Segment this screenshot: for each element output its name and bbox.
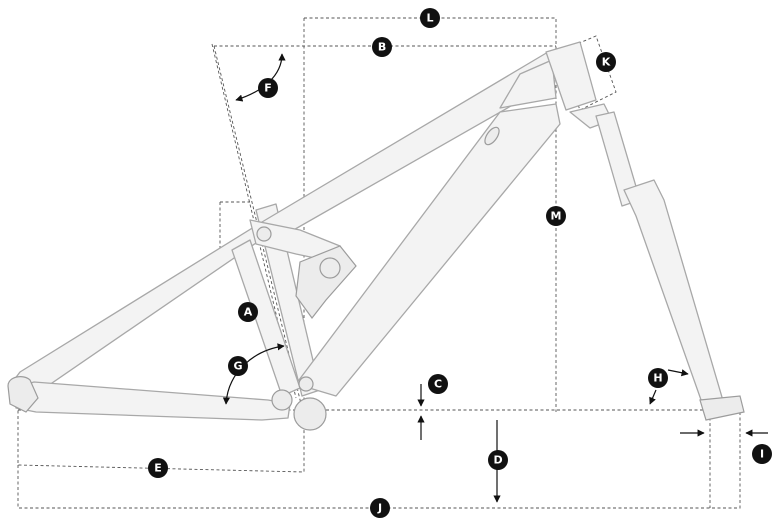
badge-J: J (370, 498, 390, 518)
badge-label-H: H (653, 372, 662, 385)
badge-B: B (372, 37, 392, 57)
badge-label-E: E (154, 462, 162, 475)
badge-K: K (596, 52, 616, 72)
badge-label-F: F (264, 82, 272, 95)
badge-label-C: C (434, 378, 442, 391)
bike-frame (7, 41, 745, 431)
badge-label-K: K (602, 56, 611, 69)
badge-label-J: J (377, 502, 382, 515)
badge-D: D (488, 450, 508, 470)
badge-L: L (420, 8, 440, 28)
badge-G: G (228, 356, 248, 376)
badge-F: F (258, 78, 278, 98)
badge-label-G: G (233, 360, 242, 373)
badge-M: M (546, 206, 566, 226)
badge-label-A: A (244, 306, 253, 319)
dimension-lines (17, 17, 741, 509)
badge-label-D: D (493, 454, 502, 467)
badge-A: A (238, 302, 258, 322)
badge-label-B: B (378, 41, 386, 54)
badge-E: E (148, 458, 168, 478)
badge-I: I (752, 444, 772, 464)
badge-label-L: L (426, 12, 433, 25)
badge-label-M: M (551, 210, 562, 223)
badge-C: C (428, 374, 448, 394)
badge-label-I: I (760, 448, 764, 461)
badge-H: H (648, 368, 668, 388)
